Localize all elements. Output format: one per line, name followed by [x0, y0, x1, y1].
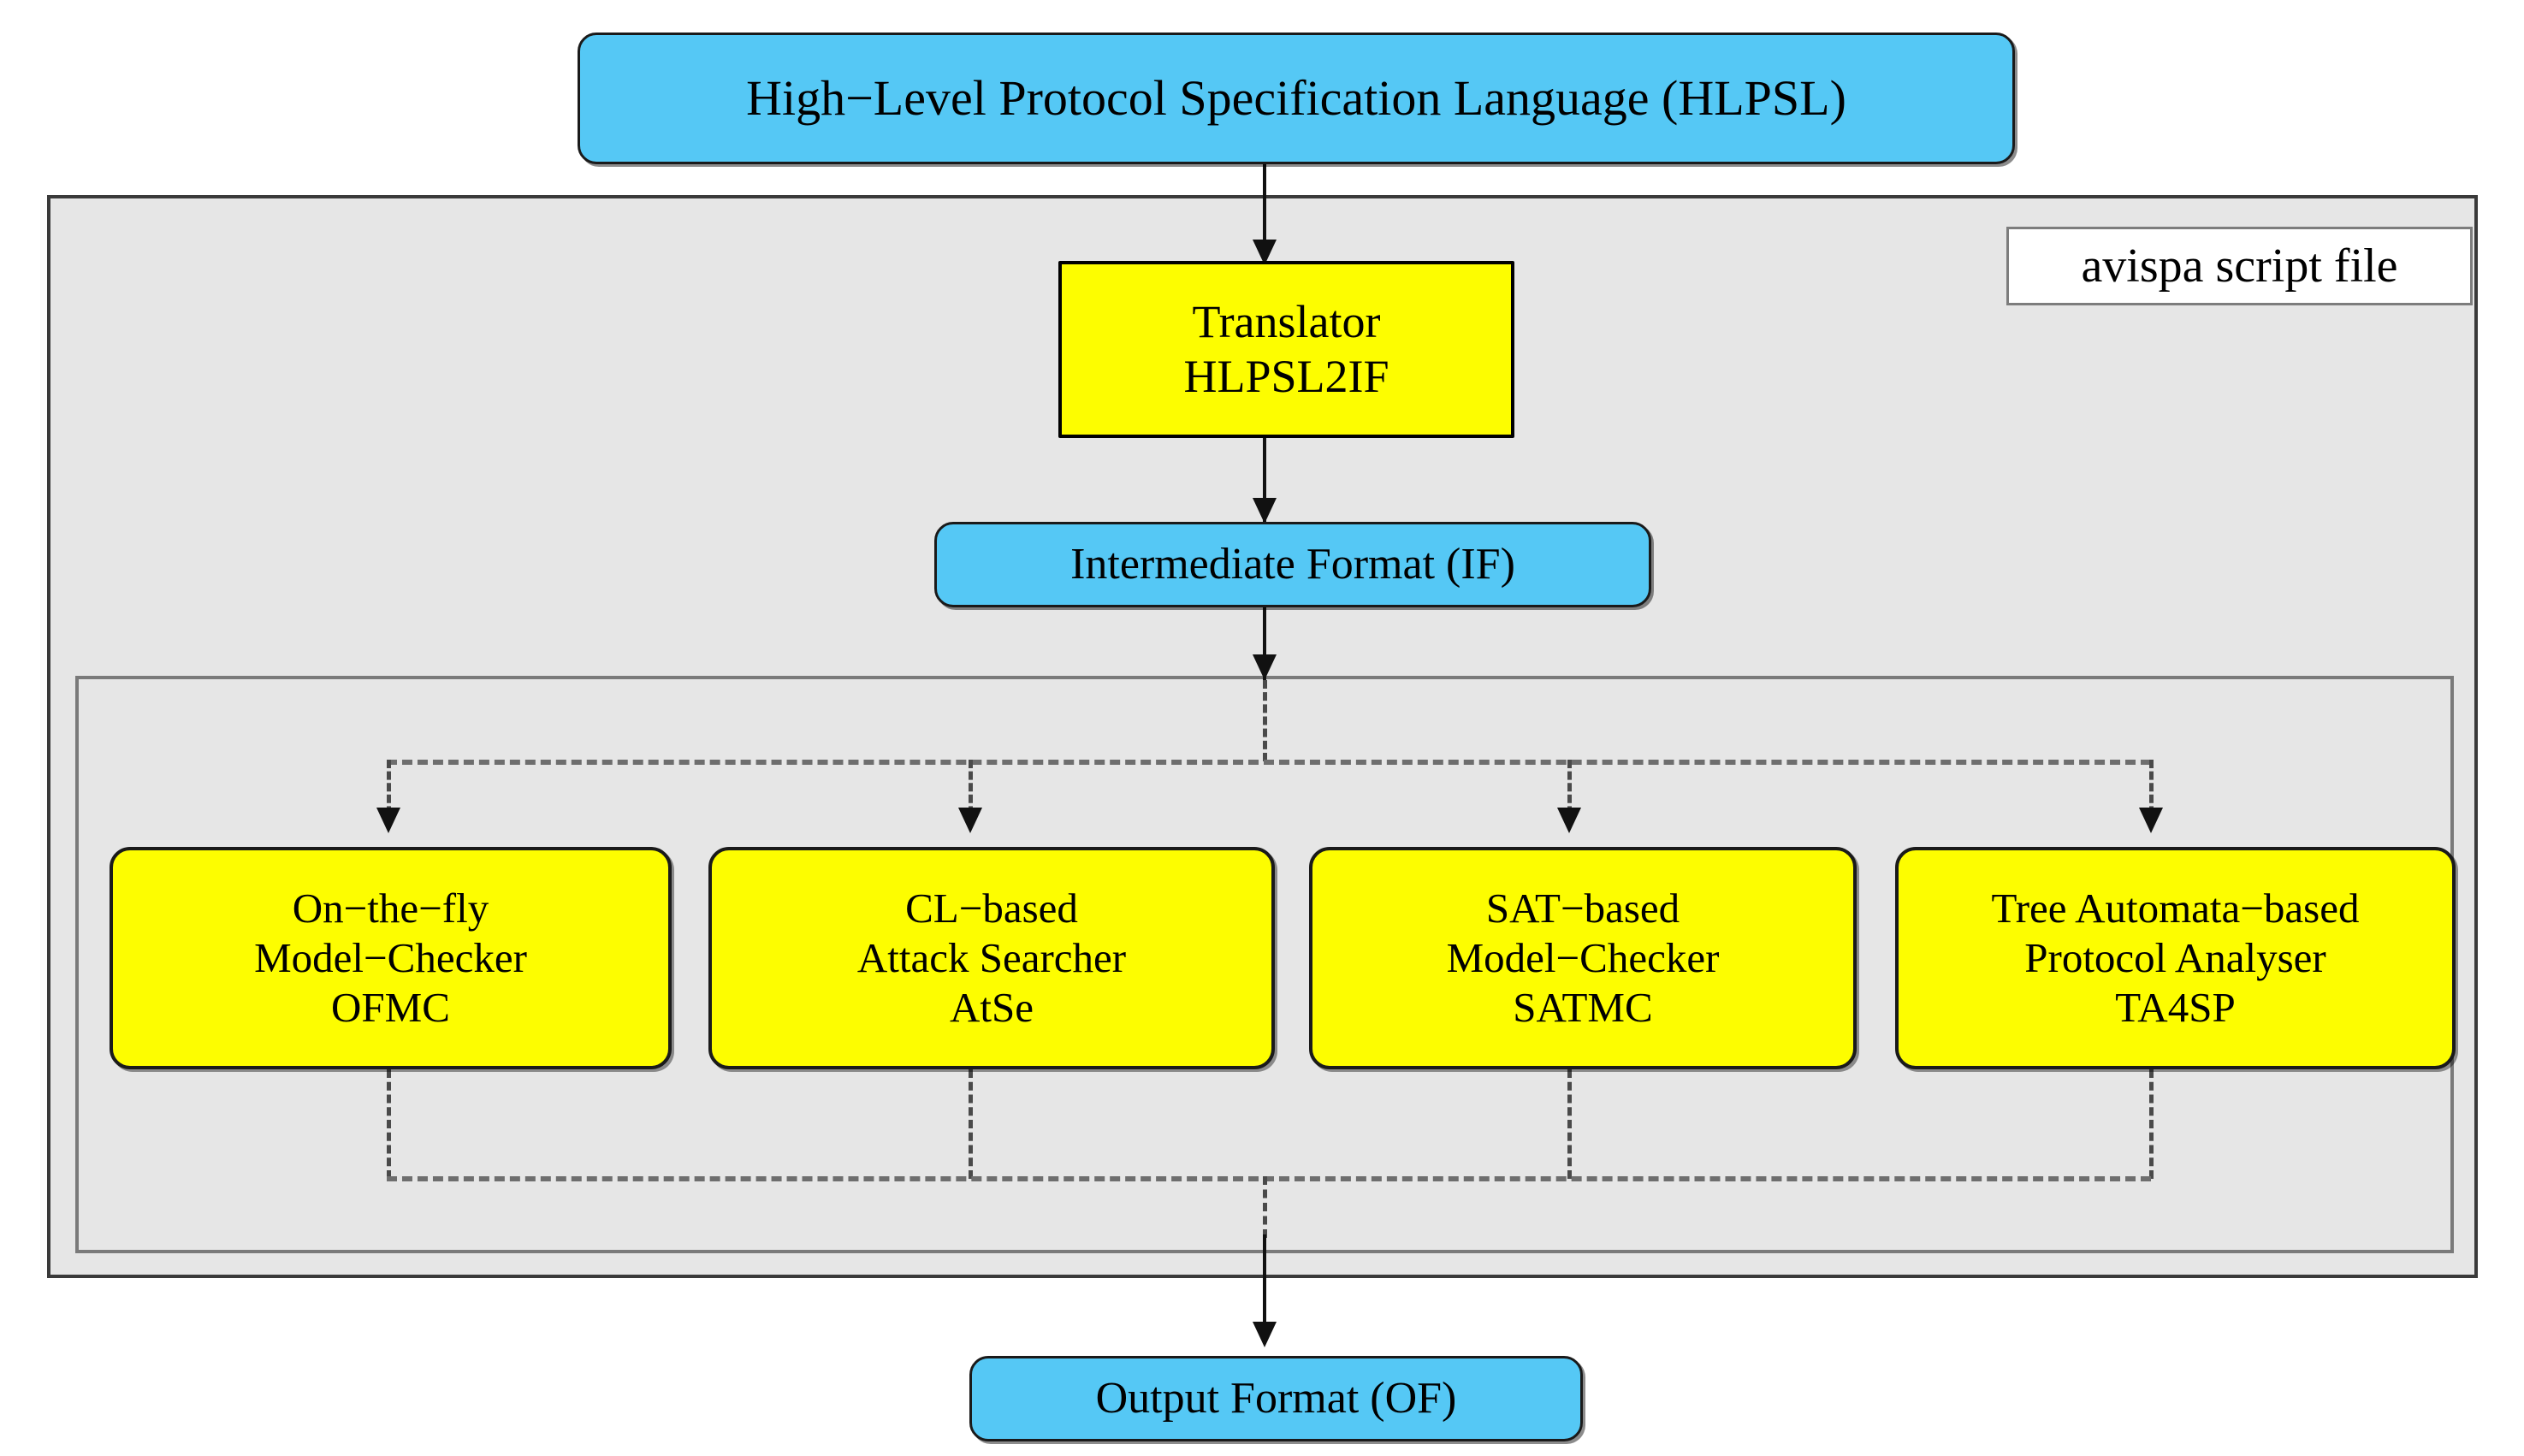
node-backend-ofmc-line3: OFMC [331, 983, 450, 1031]
avispa-script-file-caption-label: avispa script file [2081, 240, 2398, 293]
edge-ofmc-to-bus [387, 1069, 391, 1179]
edge-atse-to-bus [969, 1069, 973, 1179]
arrowhead-bus-to-ta4sp [2139, 808, 2163, 833]
node-backend-atse-line1: CL−based [905, 885, 1078, 932]
node-backend-ta4sp-line3: TA4SP [2115, 983, 2236, 1031]
node-translator[interactable]: Translator HLPSL2IF [1058, 261, 1514, 438]
edge-if-to-backends [1263, 607, 1266, 686]
node-backend-atse-line3: AtSe [950, 983, 1034, 1031]
node-backend-satmc-line2: Model−Checker [1446, 934, 1720, 982]
arrowhead-bus-to-atse [958, 808, 982, 833]
edge-bus-to-output-dashed [1263, 1176, 1267, 1238]
node-intermediate-format-label: Intermediate Format (IF) [1070, 540, 1515, 589]
distribution-bus [387, 760, 2151, 765]
edge-hlpsl-to-translator [1263, 164, 1266, 250]
edge-if-dashed-stub [1263, 680, 1267, 761]
node-backend-ta4sp[interactable]: Tree Automata−based Protocol Analyser TA… [1895, 847, 2456, 1069]
collection-bus [387, 1176, 2151, 1181]
edge-bus-to-atse [969, 760, 973, 826]
node-backend-ta4sp-line1: Tree Automata−based [1991, 885, 2360, 932]
edge-bus-to-ofmc [387, 760, 391, 826]
edge-bus-to-satmc [1567, 760, 1572, 826]
node-backend-atse-line2: Attack Searcher [856, 934, 1127, 982]
node-backend-satmc[interactable]: SAT−based Model−Checker SATMC [1309, 847, 1857, 1069]
arrowhead-bus-to-satmc [1557, 808, 1581, 833]
node-backend-atse[interactable]: CL−based Attack Searcher AtSe [708, 847, 1275, 1069]
node-backend-satmc-line3: SATMC [1513, 983, 1653, 1031]
node-hlpsl[interactable]: High−Level Protocol Specification Langua… [578, 33, 2015, 164]
edge-bus-to-output-solid [1263, 1234, 1266, 1344]
node-translator-line2: HLPSL2IF [1183, 350, 1389, 402]
node-backend-ofmc[interactable]: On−the−fly Model−Checker OFMC [110, 847, 672, 1069]
edge-translator-to-if [1263, 438, 1266, 534]
node-backend-ta4sp-line2: Protocol Analyser [2024, 934, 2326, 982]
arrowhead-translator-to-if [1253, 498, 1277, 524]
edge-ta4sp-to-bus [2149, 1069, 2154, 1179]
node-output-format[interactable]: Output Format (OF) [969, 1356, 1583, 1441]
node-hlpsl-label: High−Level Protocol Specification Langua… [746, 69, 1846, 126]
avispa-script-file-caption: avispa script file [2006, 227, 2473, 305]
node-translator-line1: Translator [1192, 295, 1381, 347]
node-output-format-label: Output Format (OF) [1095, 1374, 1457, 1423]
node-backend-ofmc-line2: Model−Checker [254, 934, 527, 982]
edge-satmc-to-bus [1567, 1069, 1572, 1179]
arrowhead-if-to-backends [1253, 654, 1277, 680]
node-intermediate-format[interactable]: Intermediate Format (IF) [934, 522, 1651, 607]
node-backend-ofmc-line1: On−the−fly [292, 885, 489, 932]
arrowhead-bus-to-ofmc [376, 808, 400, 833]
edge-bus-to-ta4sp [2149, 760, 2154, 826]
node-backend-satmc-line1: SAT−based [1485, 885, 1680, 932]
arrowhead-bus-to-output [1253, 1322, 1277, 1347]
